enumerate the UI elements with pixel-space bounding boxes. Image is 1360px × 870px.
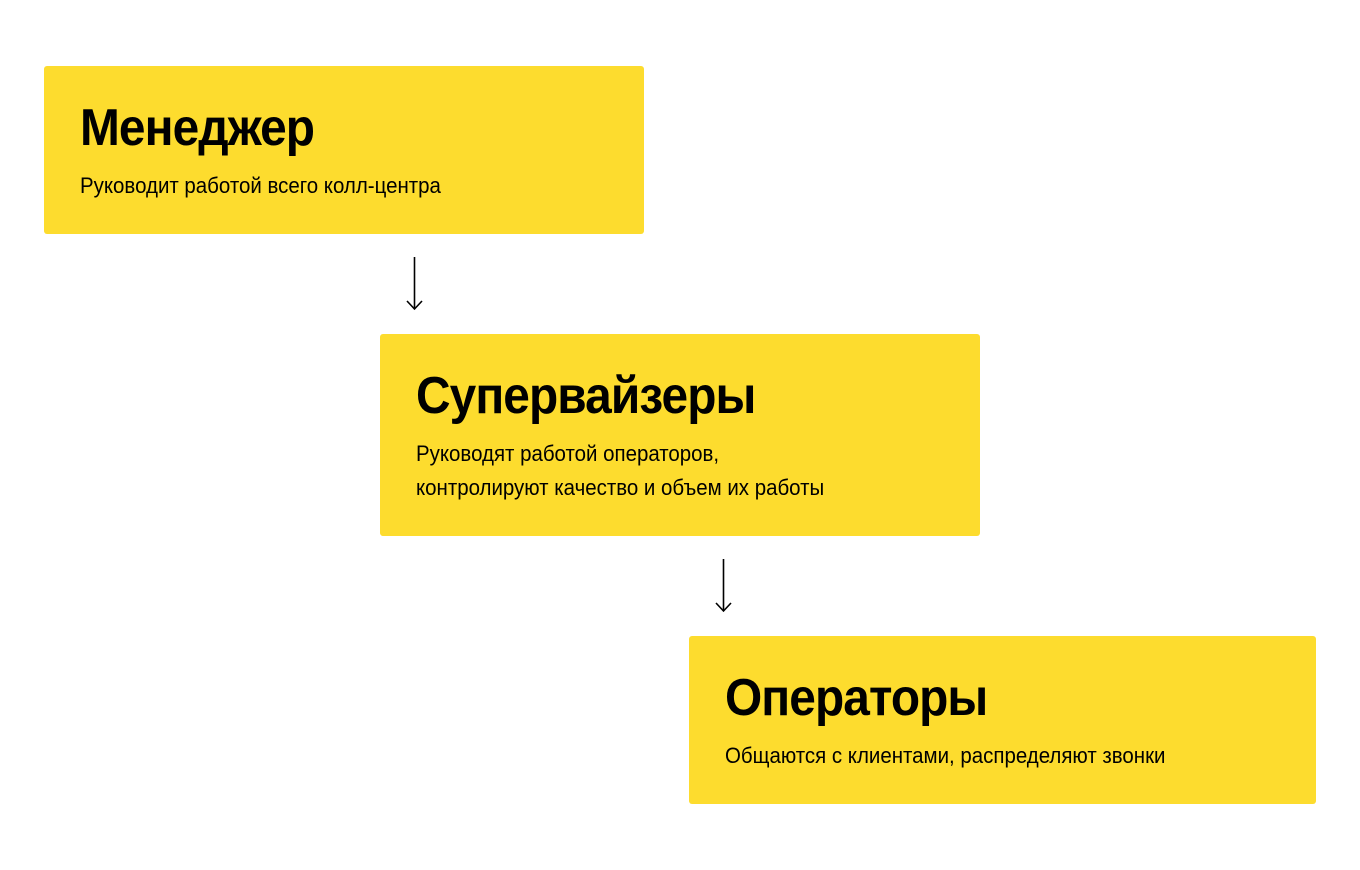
node-title: Супервайзеры	[416, 367, 756, 425]
node-operators: Операторы Общаются с клиентами, распреде…	[689, 636, 1316, 804]
node-title: Операторы	[725, 669, 988, 727]
node-description: Общаются с клиентами, распределяют звонк…	[725, 743, 1166, 768]
node-supervisors: Супервайзеры Руководят работой операторо…	[380, 334, 980, 536]
arrow-down-icon	[715, 559, 732, 613]
node-title: Менеджер	[80, 99, 315, 157]
node-description: Руководят работой операторов, контролиру…	[416, 441, 825, 500]
node-description: Руководит работой всего колл-центра	[80, 173, 441, 198]
arrow-down-icon	[406, 257, 423, 311]
node-manager: Менеджер Руководит работой всего колл-це…	[44, 66, 644, 234]
